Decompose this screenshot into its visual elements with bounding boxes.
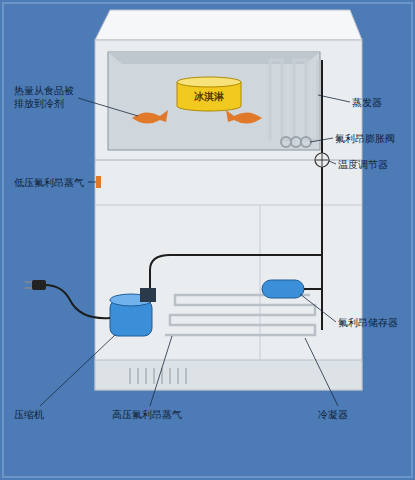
pipe	[304, 288, 322, 290]
compressor-box	[140, 288, 156, 302]
condenser-coil	[165, 295, 315, 335]
part-label: 低压氟利昂蒸气	[14, 176, 84, 189]
plug	[32, 280, 46, 290]
fridge-top	[95, 10, 362, 40]
part-label: 氟利昂储存器	[338, 316, 398, 329]
evaporator-coil	[270, 60, 318, 140]
base	[95, 360, 362, 390]
fridge-body	[95, 40, 362, 390]
pipe-marker	[96, 176, 101, 188]
part-label: 温度调节器	[338, 158, 388, 171]
part-label: 冷凝器	[318, 408, 348, 421]
plug-pin	[25, 281, 32, 283]
food	[226, 110, 262, 124]
receiver	[262, 280, 304, 298]
freezer-back	[108, 52, 320, 64]
freezer-compartment	[108, 52, 320, 150]
frame	[3, 3, 412, 477]
part-label: 热量从食品被排放到冷剂	[14, 84, 76, 110]
food	[132, 110, 168, 124]
node-text: 冰淇淋	[194, 90, 224, 104]
part-label: 高压氟利昂蒸气	[112, 408, 182, 421]
part-label: 蒸发器	[352, 96, 382, 109]
container-lid	[177, 77, 241, 87]
expansion-coil	[281, 137, 311, 147]
ice-cream-container: 冰淇淋	[176, 76, 242, 112]
part-label: 压缩机	[14, 408, 44, 421]
plug-pin	[25, 287, 32, 289]
power-cord	[45, 285, 110, 318]
part-label: 氟利昂膨胀阀	[335, 132, 395, 145]
thermostat	[322, 154, 323, 166]
leader-lines	[40, 95, 350, 406]
panel-line	[260, 205, 261, 360]
thermostat	[315, 153, 329, 167]
